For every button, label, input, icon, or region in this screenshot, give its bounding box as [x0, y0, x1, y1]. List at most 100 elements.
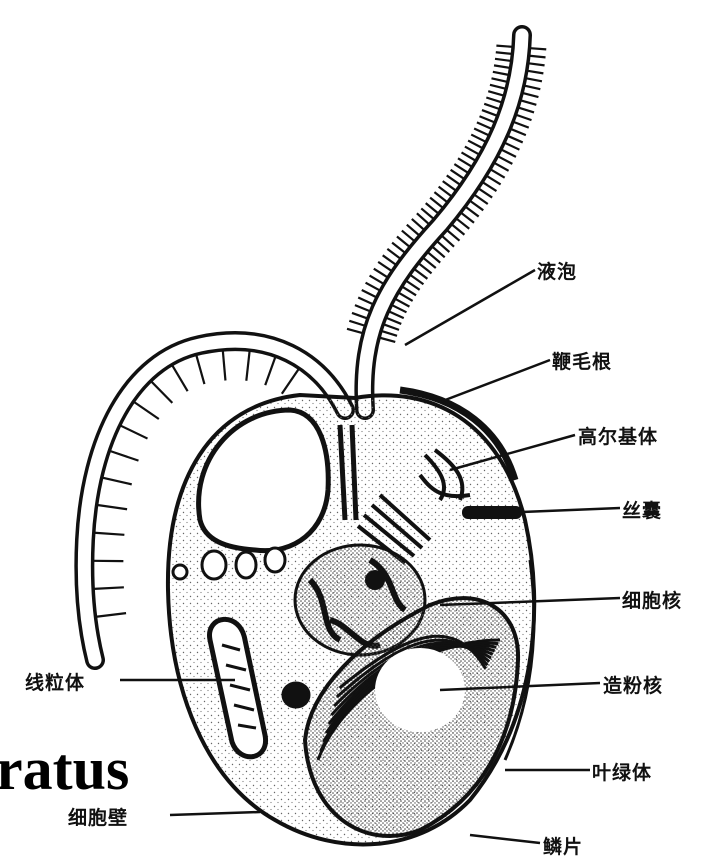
flagellar-hair — [529, 63, 545, 65]
flagellar-hair — [530, 56, 546, 58]
label-mitochondrion: 线粒体 — [25, 668, 85, 695]
flagellar-hair — [505, 143, 519, 150]
flagellar-hair — [447, 175, 460, 184]
flagellar-hair — [421, 208, 433, 218]
flagellar-hair — [358, 297, 373, 304]
flagellar-hair — [484, 104, 499, 109]
flagellar-hair — [403, 287, 417, 296]
flagellar-hair — [496, 52, 512, 54]
label-golgi-body: 高尔基体 — [578, 422, 658, 449]
flagellar-hair — [439, 187, 452, 197]
flagellar-hair — [479, 189, 492, 198]
flagellar-hair — [417, 213, 429, 224]
flagellar-hair — [134, 402, 159, 419]
label-vacuole: 液泡 — [537, 257, 577, 284]
flagellar-hair — [514, 122, 529, 128]
flagellar-hair — [490, 85, 506, 89]
flagellar-hair — [471, 135, 485, 142]
label-pyrenoid: 造粉核 — [603, 671, 663, 698]
flagellar-hair — [347, 329, 362, 333]
flagellar-hair — [433, 247, 445, 257]
flagellar-hair — [97, 505, 127, 509]
flagellar-hair — [495, 163, 509, 171]
flagellar-hair — [498, 156, 512, 163]
flagellar-hair — [96, 613, 126, 617]
flagellar-hair — [397, 237, 409, 247]
flagellar-hair — [428, 252, 440, 262]
flagellar-hair — [466, 207, 479, 217]
overlay-text-fragment: ratus — [0, 735, 129, 804]
label-scales: 鳞片 — [543, 832, 583, 859]
flagellar-hair — [437, 241, 449, 252]
flagellar-hair — [493, 72, 509, 75]
flagellar-hair — [475, 195, 488, 204]
flagellar-hair — [483, 182, 496, 191]
flagellar-hair — [378, 262, 391, 271]
flagellar-hair — [94, 587, 124, 589]
flagellar-hair — [383, 255, 396, 264]
flagellar-hair — [477, 122, 492, 128]
flagellar-hair — [246, 351, 249, 381]
flagellar-hair — [434, 192, 447, 202]
flagellar-hair — [402, 231, 414, 241]
flagellar-hair — [349, 321, 364, 326]
flagellar-hair — [528, 71, 544, 74]
flagellar-hair — [407, 225, 419, 235]
flagellar-hair — [410, 275, 423, 284]
flagellar-hair — [525, 86, 541, 89]
label-cell-wall: 细胞壁 — [68, 803, 128, 830]
label-chloroplast: 叶绿体 — [592, 758, 652, 785]
trichocyst-shape — [462, 506, 522, 519]
flagellar-hair — [494, 65, 510, 68]
flagellar-hair — [419, 264, 432, 274]
flagellar-hair — [521, 100, 536, 104]
flagellar-hair — [384, 324, 399, 329]
flagellar-hair — [442, 236, 454, 247]
flagellar-hair — [423, 258, 435, 268]
flagellar-hair — [366, 283, 380, 291]
flagellar-hair — [120, 426, 147, 439]
flagellar-hair — [452, 225, 464, 235]
flagellar-hair — [382, 331, 397, 336]
label-flagellar-root: 鞭毛根 — [552, 347, 612, 374]
flagellar-hair — [415, 269, 428, 279]
flagellar-hair — [508, 136, 523, 142]
flagellar-hair — [468, 141, 482, 148]
flagellar-hair — [392, 243, 405, 253]
flagellar-hair — [110, 451, 138, 461]
flagellar-hair — [362, 290, 376, 297]
flagellar-hair — [530, 48, 546, 49]
flagellar-hair — [491, 78, 507, 81]
flagellar-hair — [519, 108, 534, 113]
flagellar-hair — [496, 46, 512, 47]
flagellar-hair — [443, 181, 456, 190]
flagellar-hair — [454, 164, 467, 173]
flagellar-hair — [482, 110, 497, 116]
flagellar-hair — [487, 176, 501, 184]
flagellar-hair — [399, 293, 413, 301]
flagellar-hair — [196, 355, 204, 384]
label-trichocyst: 丝囊 — [622, 496, 662, 523]
flagellar-hair — [516, 115, 531, 120]
flagellar-hair — [451, 170, 464, 179]
flagellar-hair — [387, 249, 400, 259]
flagellar-hair — [465, 147, 479, 155]
flagellar-hair — [480, 116, 495, 122]
flagellar-hair — [172, 365, 187, 391]
flagellar-hair — [526, 78, 542, 81]
flagellar-hair — [395, 299, 409, 307]
flagellar-hair — [386, 318, 401, 324]
flagellar-hair — [265, 357, 275, 385]
flagellar-hair — [223, 351, 226, 381]
flagellar-hair — [511, 129, 526, 135]
flagellar-hair — [458, 158, 472, 166]
flagellar-hair — [447, 230, 459, 240]
flagellar-hair — [457, 219, 470, 229]
flagellar-hair — [502, 150, 516, 157]
flagellar-hair — [380, 338, 395, 342]
long-flagellum — [347, 35, 546, 410]
flagellar-hair — [488, 91, 503, 95]
flagellar-hair — [370, 276, 384, 284]
label-nucleus: 细胞核 — [622, 586, 682, 613]
